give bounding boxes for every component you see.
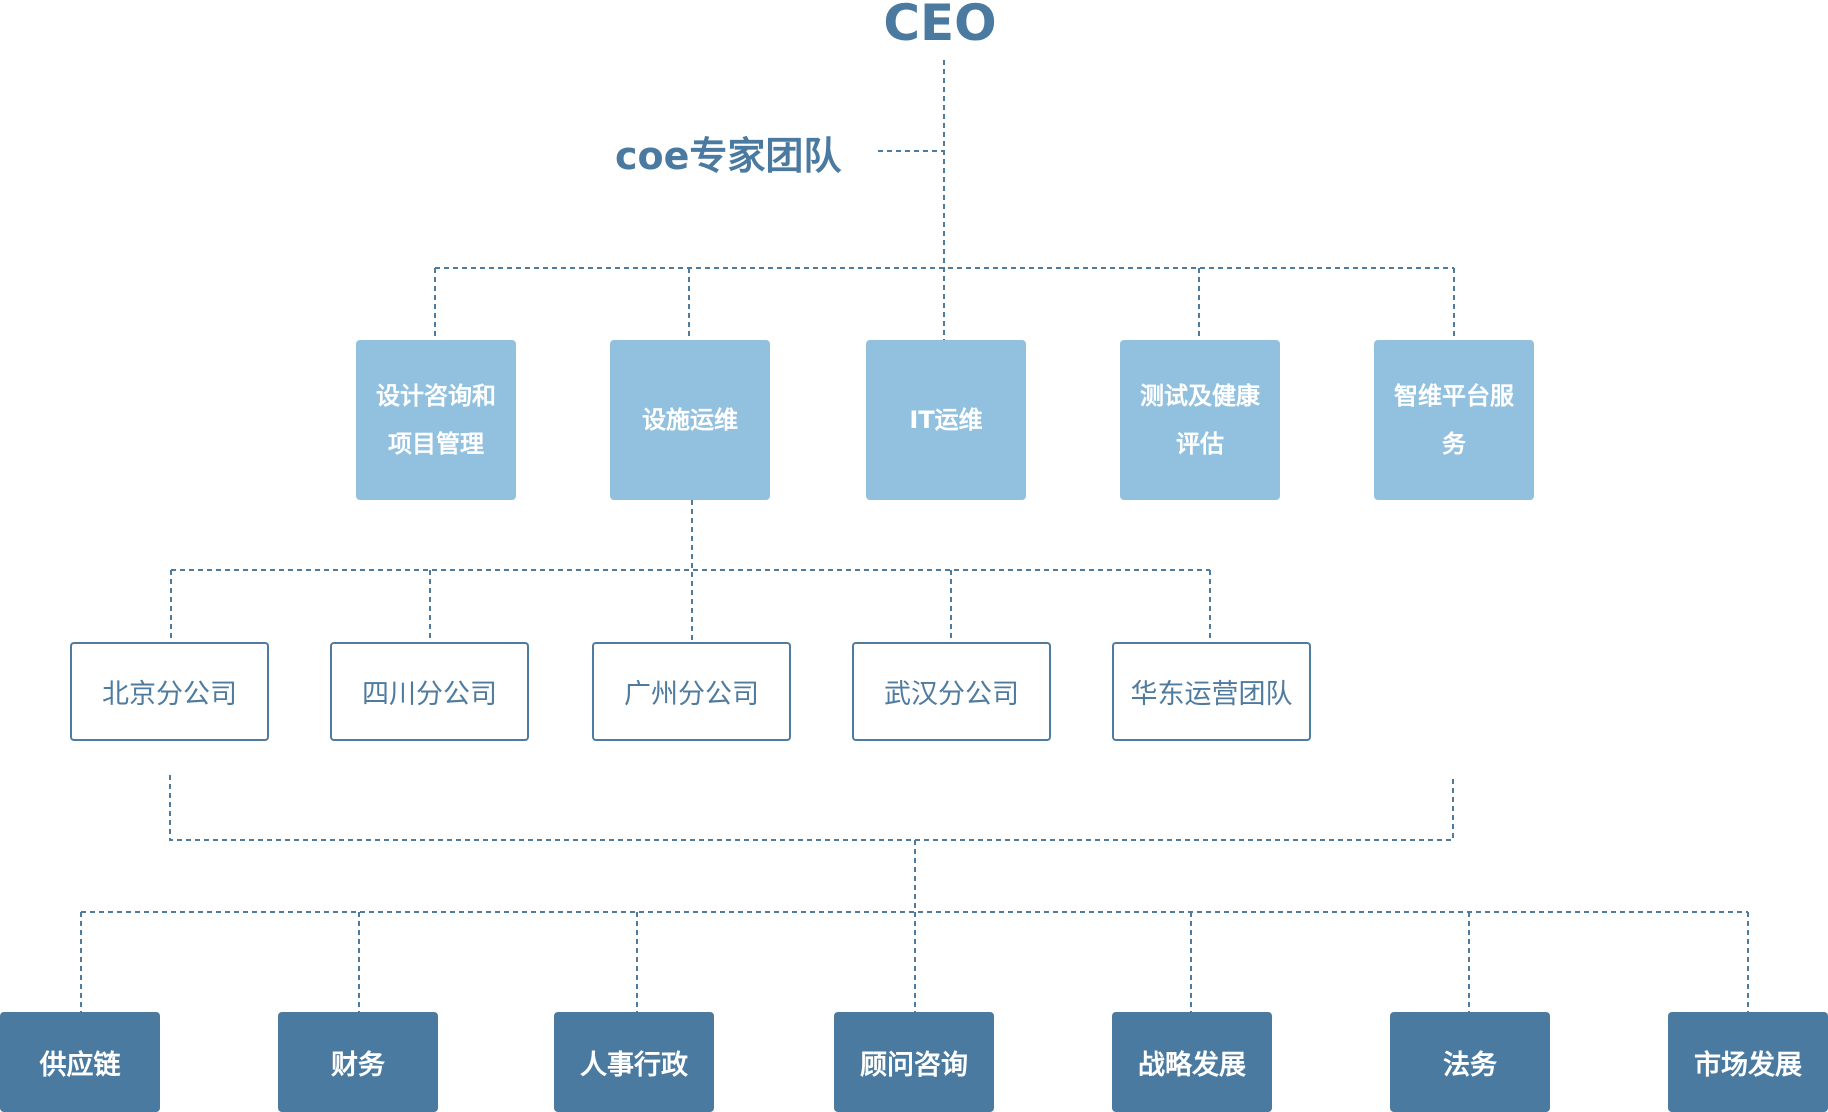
function-strategy: 战略发展 [1112, 1012, 1272, 1112]
ceo-node: CEO [883, 0, 997, 52]
branch-sichuan: 四川分公司 [330, 642, 529, 741]
department-smart-platform: 智维平台服务 [1374, 340, 1534, 500]
branch-wuhan: 武汉分公司 [852, 642, 1051, 741]
support-bracket-line [169, 775, 1454, 841]
branch-east-china: 华东运营团队 [1112, 642, 1311, 741]
department-design-consulting: 设计咨询和项目管理 [356, 340, 516, 500]
department-testing-health: 测试及健康评估 [1120, 340, 1280, 500]
function-supply-chain: 供应链 [0, 1012, 160, 1112]
expert-team-label: coe专家团队 [615, 134, 842, 178]
function-legal: 法务 [1390, 1012, 1550, 1112]
function-finance: 财务 [278, 1012, 438, 1112]
function-hr-admin: 人事行政 [554, 1012, 714, 1112]
department-it-ops: IT运维 [866, 340, 1026, 500]
branch-beijing: 北京分公司 [70, 642, 269, 741]
function-advisory: 顾问咨询 [834, 1012, 994, 1112]
function-marketing: 市场发展 [1668, 1012, 1828, 1112]
branch-guangzhou: 广州分公司 [592, 642, 791, 741]
department-facilities-ops: 设施运维 [610, 340, 770, 500]
